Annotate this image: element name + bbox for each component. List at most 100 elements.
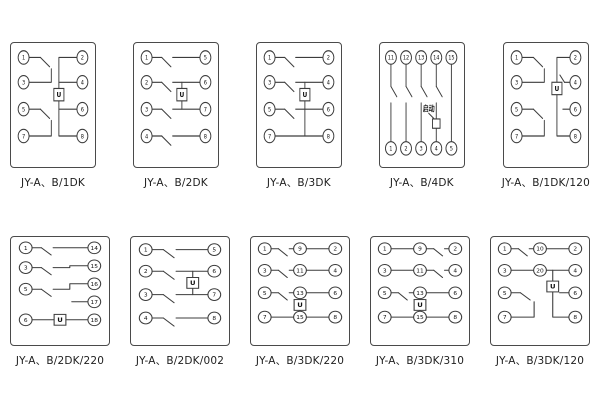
svg-text:6: 6	[327, 107, 331, 114]
svg-text:5: 5	[24, 287, 28, 293]
svg-text:3: 3	[503, 268, 507, 274]
svg-text:U: U	[179, 91, 184, 100]
svg-text:13: 13	[296, 291, 304, 297]
svg-text:启动: 启动	[423, 104, 435, 114]
svg-text:4: 4	[144, 316, 148, 322]
svg-text:U: U	[554, 84, 559, 93]
svg-text:1: 1	[145, 55, 149, 62]
svg-text:8: 8	[574, 134, 578, 141]
svg-text:11: 11	[387, 55, 394, 62]
svg-text:1: 1	[389, 146, 393, 153]
svg-text:11: 11	[296, 268, 304, 274]
diagram-label: JY-A、B/2DK	[143, 177, 208, 189]
svg-text:2: 2	[144, 269, 148, 275]
diagram-label: JY-A、B/3DK/120	[495, 355, 585, 367]
svg-text:1: 1	[268, 55, 272, 62]
svg-text:3: 3	[263, 268, 267, 274]
svg-text:7: 7	[503, 315, 507, 321]
svg-text:5: 5	[503, 291, 507, 297]
svg-text:U: U	[550, 283, 556, 291]
diagram-label: JY-A、B/1DK/120	[501, 177, 590, 189]
svg-text:8: 8	[81, 134, 85, 141]
svg-text:15: 15	[91, 264, 99, 270]
svg-text:1: 1	[515, 55, 519, 62]
diagram-label: JY-A、B/3DK/310	[375, 355, 465, 367]
svg-text:7: 7	[204, 107, 208, 114]
svg-text:7: 7	[212, 293, 216, 299]
svg-text:6: 6	[212, 269, 216, 275]
svg-text:2: 2	[81, 55, 85, 62]
svg-text:7: 7	[515, 134, 519, 141]
svg-text:8: 8	[327, 134, 331, 141]
svg-text:15: 15	[416, 315, 424, 321]
svg-text:4: 4	[574, 80, 578, 87]
svg-text:7: 7	[383, 315, 387, 321]
svg-text:2: 2	[573, 247, 577, 253]
svg-text:U: U	[190, 279, 196, 287]
svg-text:5: 5	[383, 291, 387, 297]
diagram-label: JY-A、B/4DK	[389, 177, 454, 189]
diagram-label: JY-A、B/1DK	[21, 177, 85, 189]
svg-text:3: 3	[24, 266, 28, 272]
svg-text:U: U	[297, 301, 303, 309]
svg-text:4: 4	[453, 268, 457, 274]
svg-text:2: 2	[327, 55, 331, 62]
svg-text:1: 1	[144, 248, 148, 254]
svg-text:15: 15	[448, 55, 455, 62]
svg-text:1: 1	[503, 247, 507, 253]
diagram-label: JY-A、B/2DK/220	[15, 355, 105, 367]
diagram-label: JY-A、B/3DK	[266, 177, 331, 189]
diagram-label: JY-A、B/2DK/002	[135, 355, 225, 367]
svg-text:U: U	[417, 301, 423, 309]
svg-text:4: 4	[327, 80, 331, 87]
svg-text:3: 3	[383, 268, 387, 274]
svg-text:20: 20	[536, 268, 544, 274]
svg-text:4: 4	[333, 268, 337, 274]
svg-text:1: 1	[24, 246, 28, 252]
svg-text:2: 2	[333, 247, 337, 253]
svg-text:11: 11	[416, 268, 424, 274]
svg-text:5: 5	[204, 55, 208, 62]
svg-text:7: 7	[263, 315, 267, 321]
svg-text:8: 8	[212, 316, 216, 322]
svg-text:7: 7	[22, 134, 26, 141]
svg-text:8: 8	[204, 134, 208, 141]
svg-text:4: 4	[434, 146, 438, 153]
svg-text:U: U	[302, 91, 307, 100]
svg-text:6: 6	[573, 291, 577, 297]
svg-text:1: 1	[22, 55, 26, 62]
svg-text:1: 1	[263, 247, 267, 253]
svg-text:U: U	[56, 91, 61, 100]
svg-text:U: U	[57, 316, 63, 324]
svg-text:2: 2	[404, 146, 408, 153]
svg-text:1: 1	[383, 247, 387, 253]
svg-text:5: 5	[268, 107, 272, 114]
svg-text:5: 5	[515, 107, 519, 114]
svg-text:13: 13	[416, 291, 424, 297]
svg-text:18: 18	[91, 318, 99, 324]
svg-text:3: 3	[515, 80, 519, 87]
svg-text:3: 3	[419, 146, 423, 153]
svg-text:13: 13	[418, 55, 425, 62]
svg-text:15: 15	[296, 315, 304, 321]
svg-text:10: 10	[536, 247, 544, 253]
svg-text:2: 2	[574, 55, 578, 62]
svg-text:4: 4	[81, 80, 85, 87]
svg-text:6: 6	[81, 107, 85, 114]
